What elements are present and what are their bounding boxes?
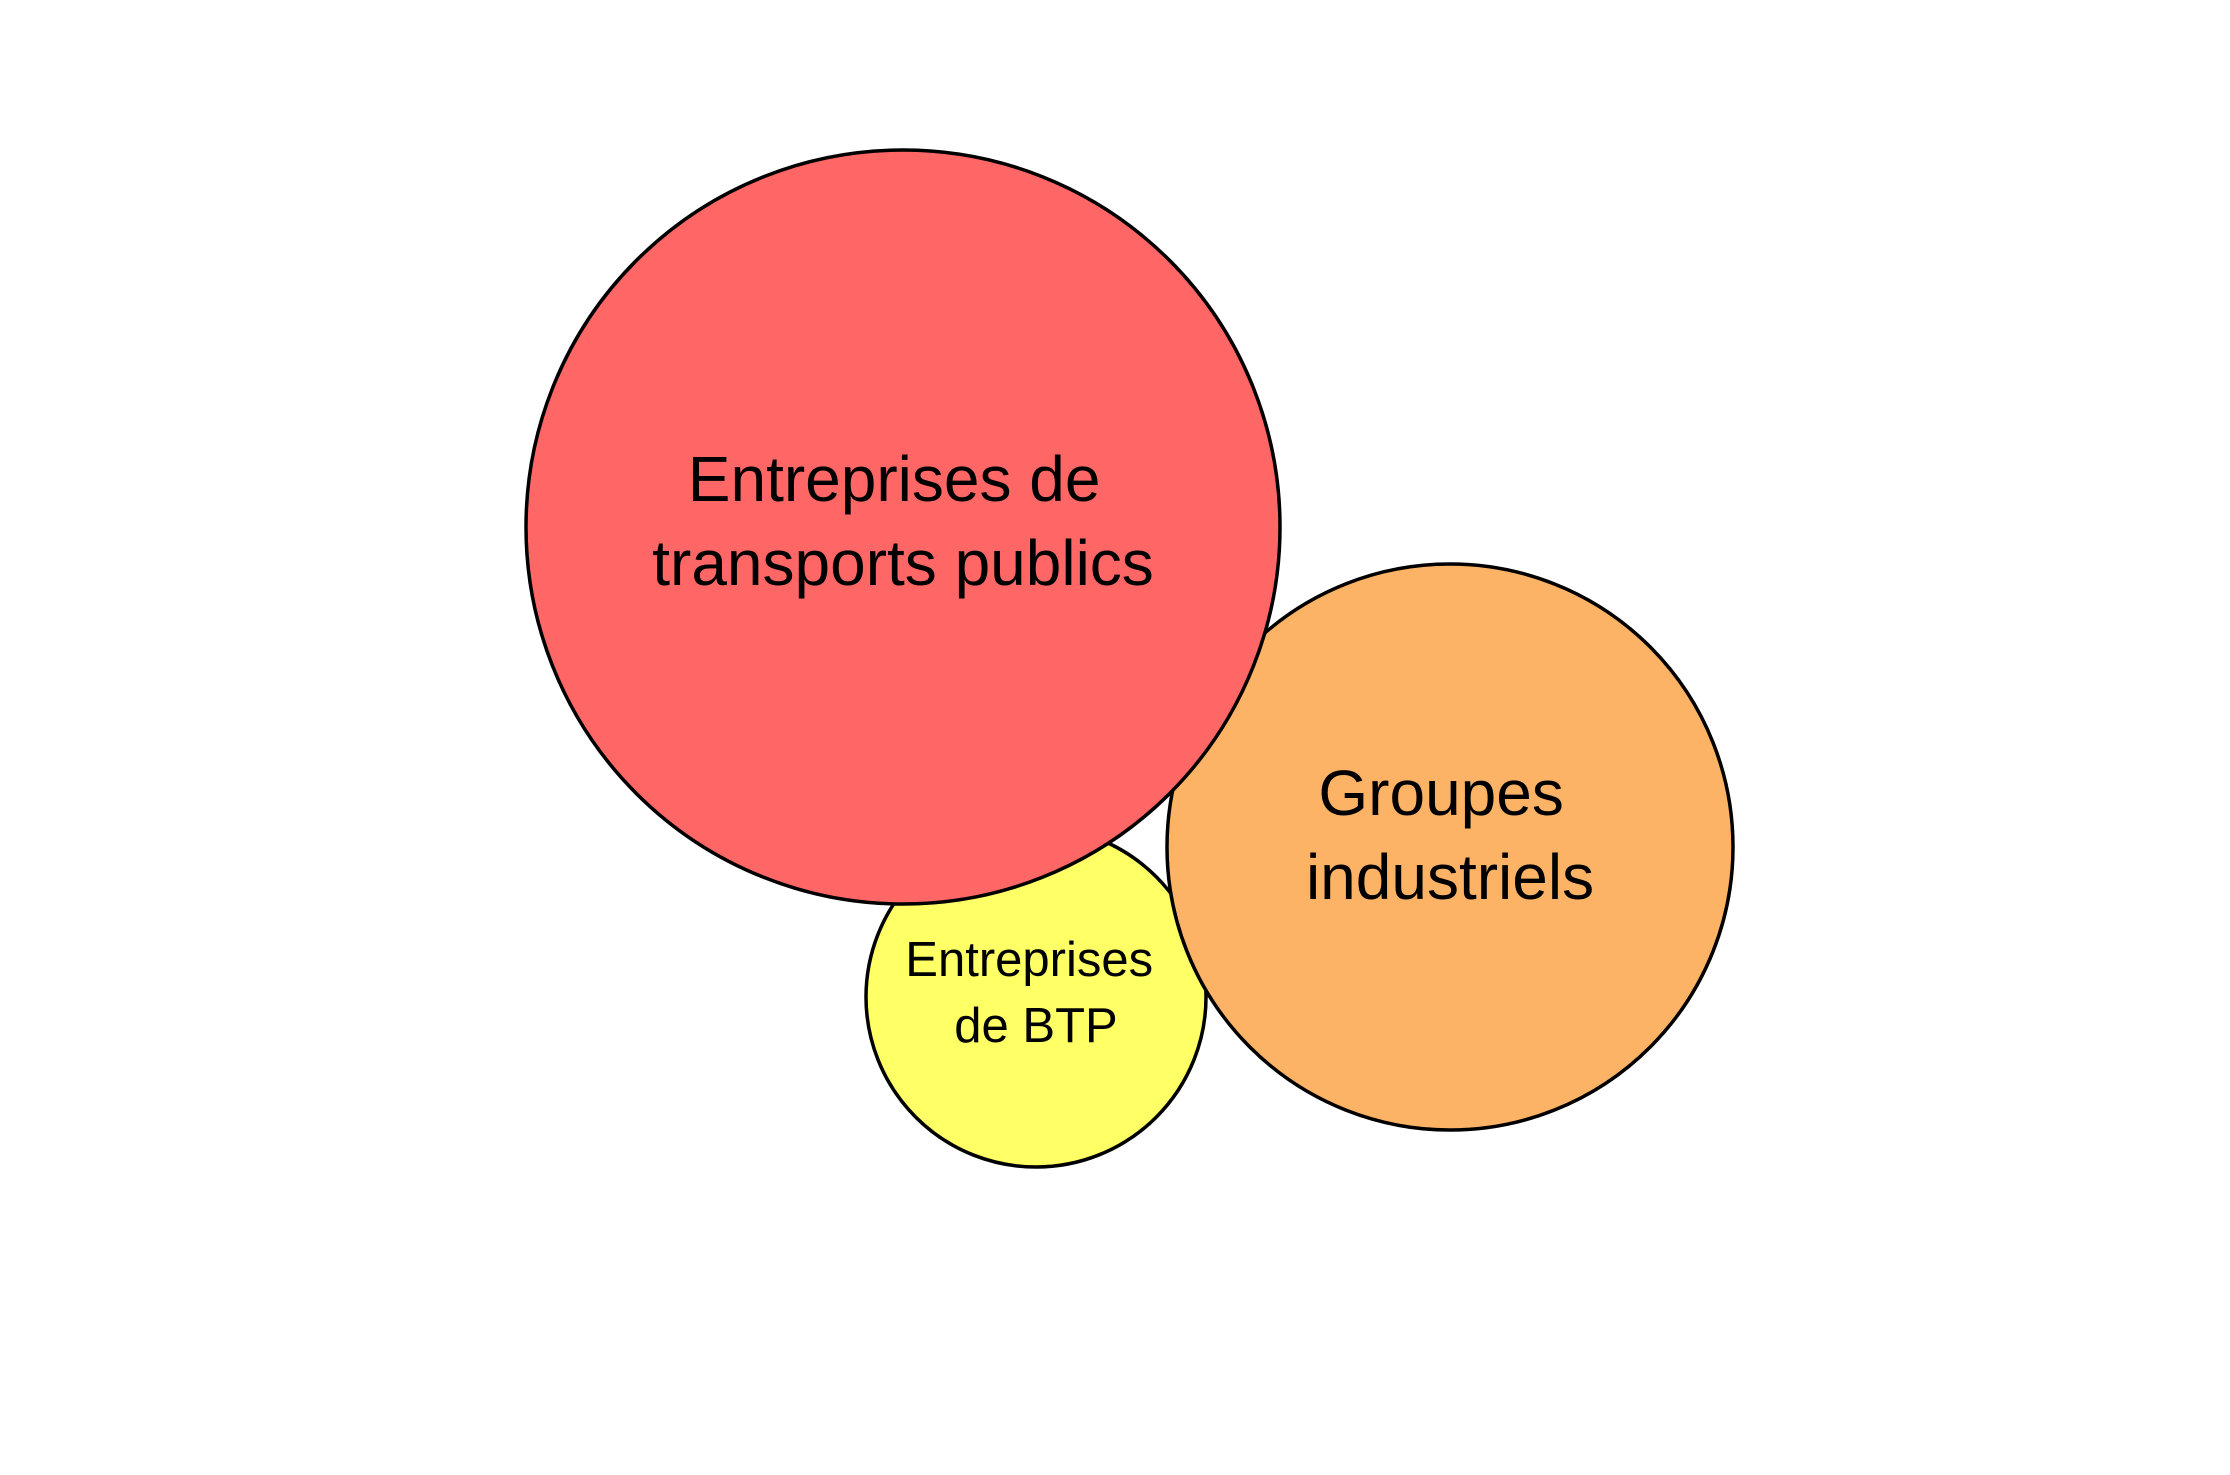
bubble-btp-label-line-1: Entreprises	[905, 933, 1153, 987]
bubble-transports-circle	[524, 148, 1282, 906]
bubble-groupes-industriels: Groupes industriels	[1165, 562, 1735, 1132]
bubble-transports-label: Entreprises de transports publics	[652, 443, 1154, 599]
bubble-groupes-label-line-1: Groupes	[1318, 757, 1563, 829]
bubble-btp-label-line-2: de BTP	[954, 999, 1117, 1053]
bubble-transports-label-line-2: transports publics	[652, 527, 1154, 599]
bubble-groupes-circle	[1165, 562, 1735, 1132]
bubble-groupes-label-line-2: industriels	[1306, 841, 1594, 913]
bubble-transports-publics: Entreprises de transports publics	[524, 148, 1282, 906]
bubble-groupes-label: Groupes industriels	[1306, 757, 1594, 913]
bubble-transports-label-line-1: Entreprises de	[688, 443, 1101, 515]
bubble-btp-label: Entreprises de BTP	[905, 933, 1166, 1053]
bubble-btp: Entreprises de BTP	[864, 825, 1208, 1169]
